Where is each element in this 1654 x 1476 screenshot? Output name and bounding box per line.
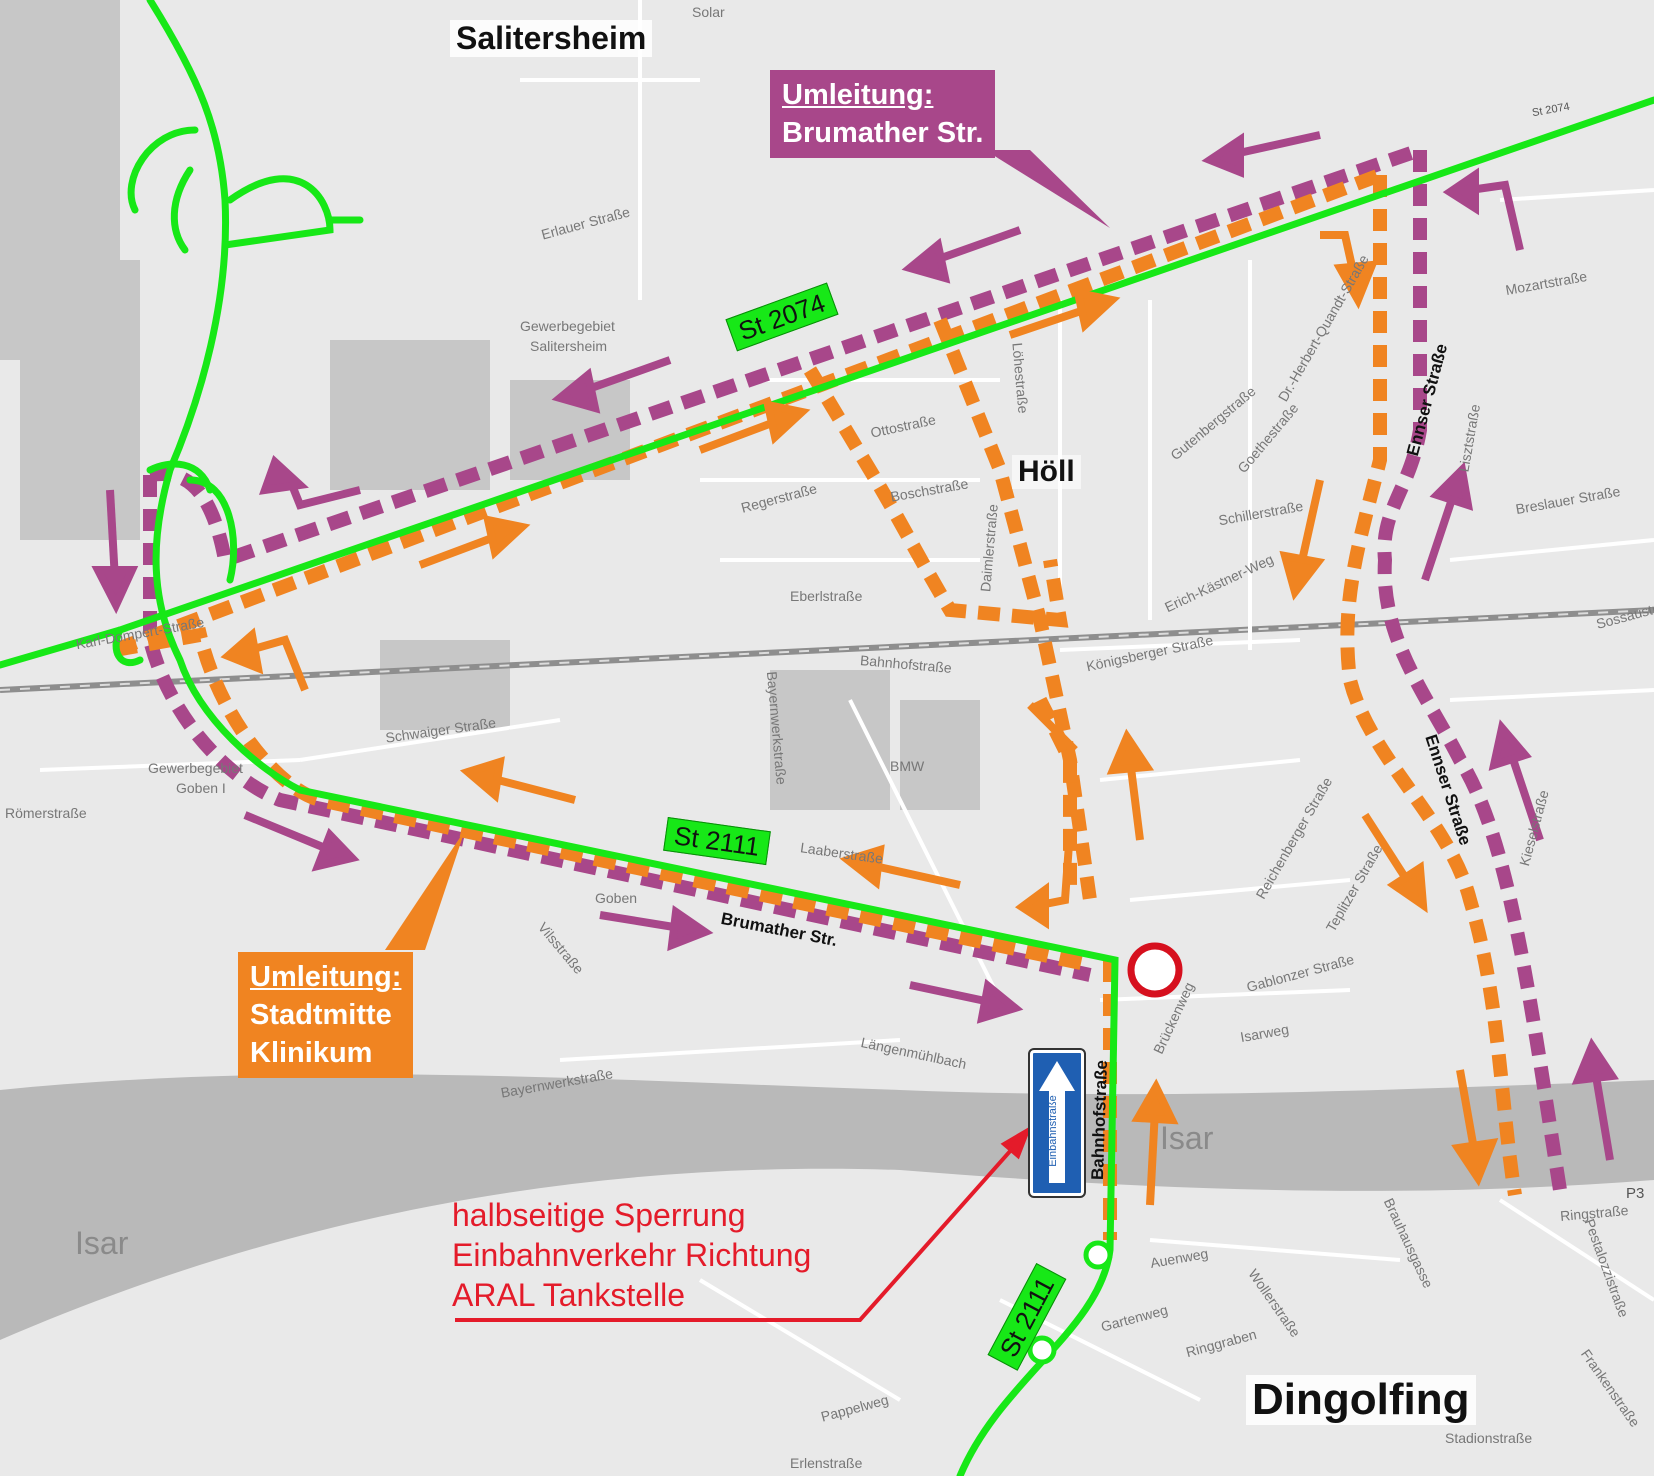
street-label: BMW [890,758,925,774]
river-isar [0,1074,1654,1340]
callout-detour-brumather: Umleitung: Brumather Str. [770,70,996,158]
street-label: Salitersheim [530,338,608,354]
callout-text: Brumather Str. [782,117,984,149]
road-closure-sign [1127,942,1183,998]
river-label: Isar [1160,1120,1214,1156]
street-label: Gewerbegebiet [148,760,243,776]
notice-line: ARAL Tankstelle [452,1277,686,1313]
purple-callout-pointer [985,150,1110,228]
orange-callout-pointer [385,830,465,950]
place-dingolfing: Dingolfing [1246,1375,1476,1425]
street-label: Solar [692,4,725,20]
callout-detour-stadtmitte: Umleitung: Stadtmitte Klinikum [238,952,414,1078]
street-label-bahnhofstrasse: Bahnhofstraße [1087,1059,1112,1181]
notice-line: halbseitige Sperrung [452,1197,746,1233]
purple-detour-route [143,143,1567,1192]
street-label: Eberlstraße [790,588,863,604]
street-label: Stadionstraße [1445,1430,1533,1446]
one-way-street-sign: Einbahnstraße [1028,1048,1086,1198]
street-label: Goben I [176,780,226,796]
place-salitersheim: Salitersheim [450,20,653,57]
notice-arrow [455,1125,1032,1322]
river-label: Isar [75,1225,129,1261]
industrial-area [0,0,980,810]
callout-text: Klinikum [250,1037,373,1069]
street-label: Goben [595,890,638,906]
callout-title: Umleitung: [782,79,934,111]
street-label: Gewerbegebiet [520,318,615,334]
callout-title: Umleitung: [250,961,402,993]
orange-direction-arrows [220,231,1499,1206]
notice-line: Einbahnverkehr Richtung [452,1237,812,1273]
road-ref-label: P3 [1626,1185,1645,1202]
one-way-arrow-icon [1039,1061,1075,1183]
one-way-sign-text: Einbahnstraße [1047,1095,1059,1167]
purple-direction-arrows [91,131,1619,1161]
place-hoell: Höll [1012,455,1081,489]
roundabout-markers [1027,1240,1113,1365]
closure-notice: halbseitige Sperrung Einbahnverkehr Rich… [452,1195,811,1315]
railway [0,607,1654,693]
street-label: Römerstraße [5,805,87,821]
callout-text: Stadtmitte [250,999,392,1031]
street-label: Erlenstraße [790,1455,863,1471]
